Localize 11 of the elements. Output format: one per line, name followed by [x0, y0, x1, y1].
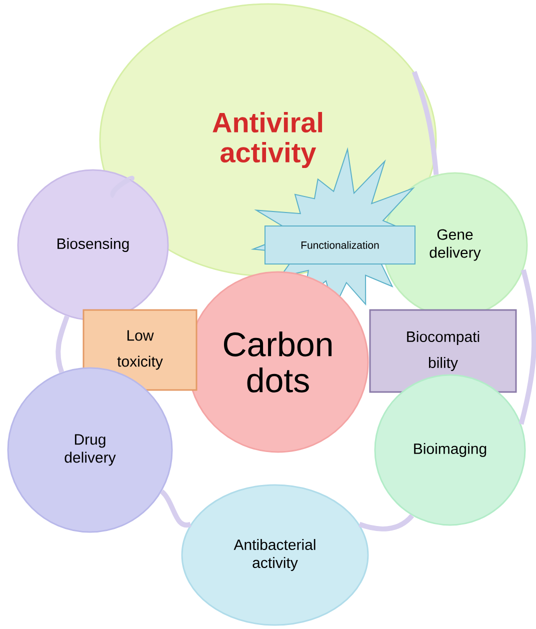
ring-connector [56, 315, 70, 374]
circle-bubble: Bioimaging [374, 374, 526, 526]
ring-connector [160, 490, 192, 528]
circle-bubble: Carbon dots [187, 271, 369, 453]
ring-connector [412, 70, 439, 175]
circle-bubble: Biosensing [17, 169, 169, 321]
label-box: Biocompati bility [369, 309, 517, 393]
ring-connector [518, 269, 536, 425]
ring-connector [110, 176, 134, 198]
oval-bubble: Antibacterial activity [181, 484, 369, 626]
ring-connector [358, 514, 414, 532]
